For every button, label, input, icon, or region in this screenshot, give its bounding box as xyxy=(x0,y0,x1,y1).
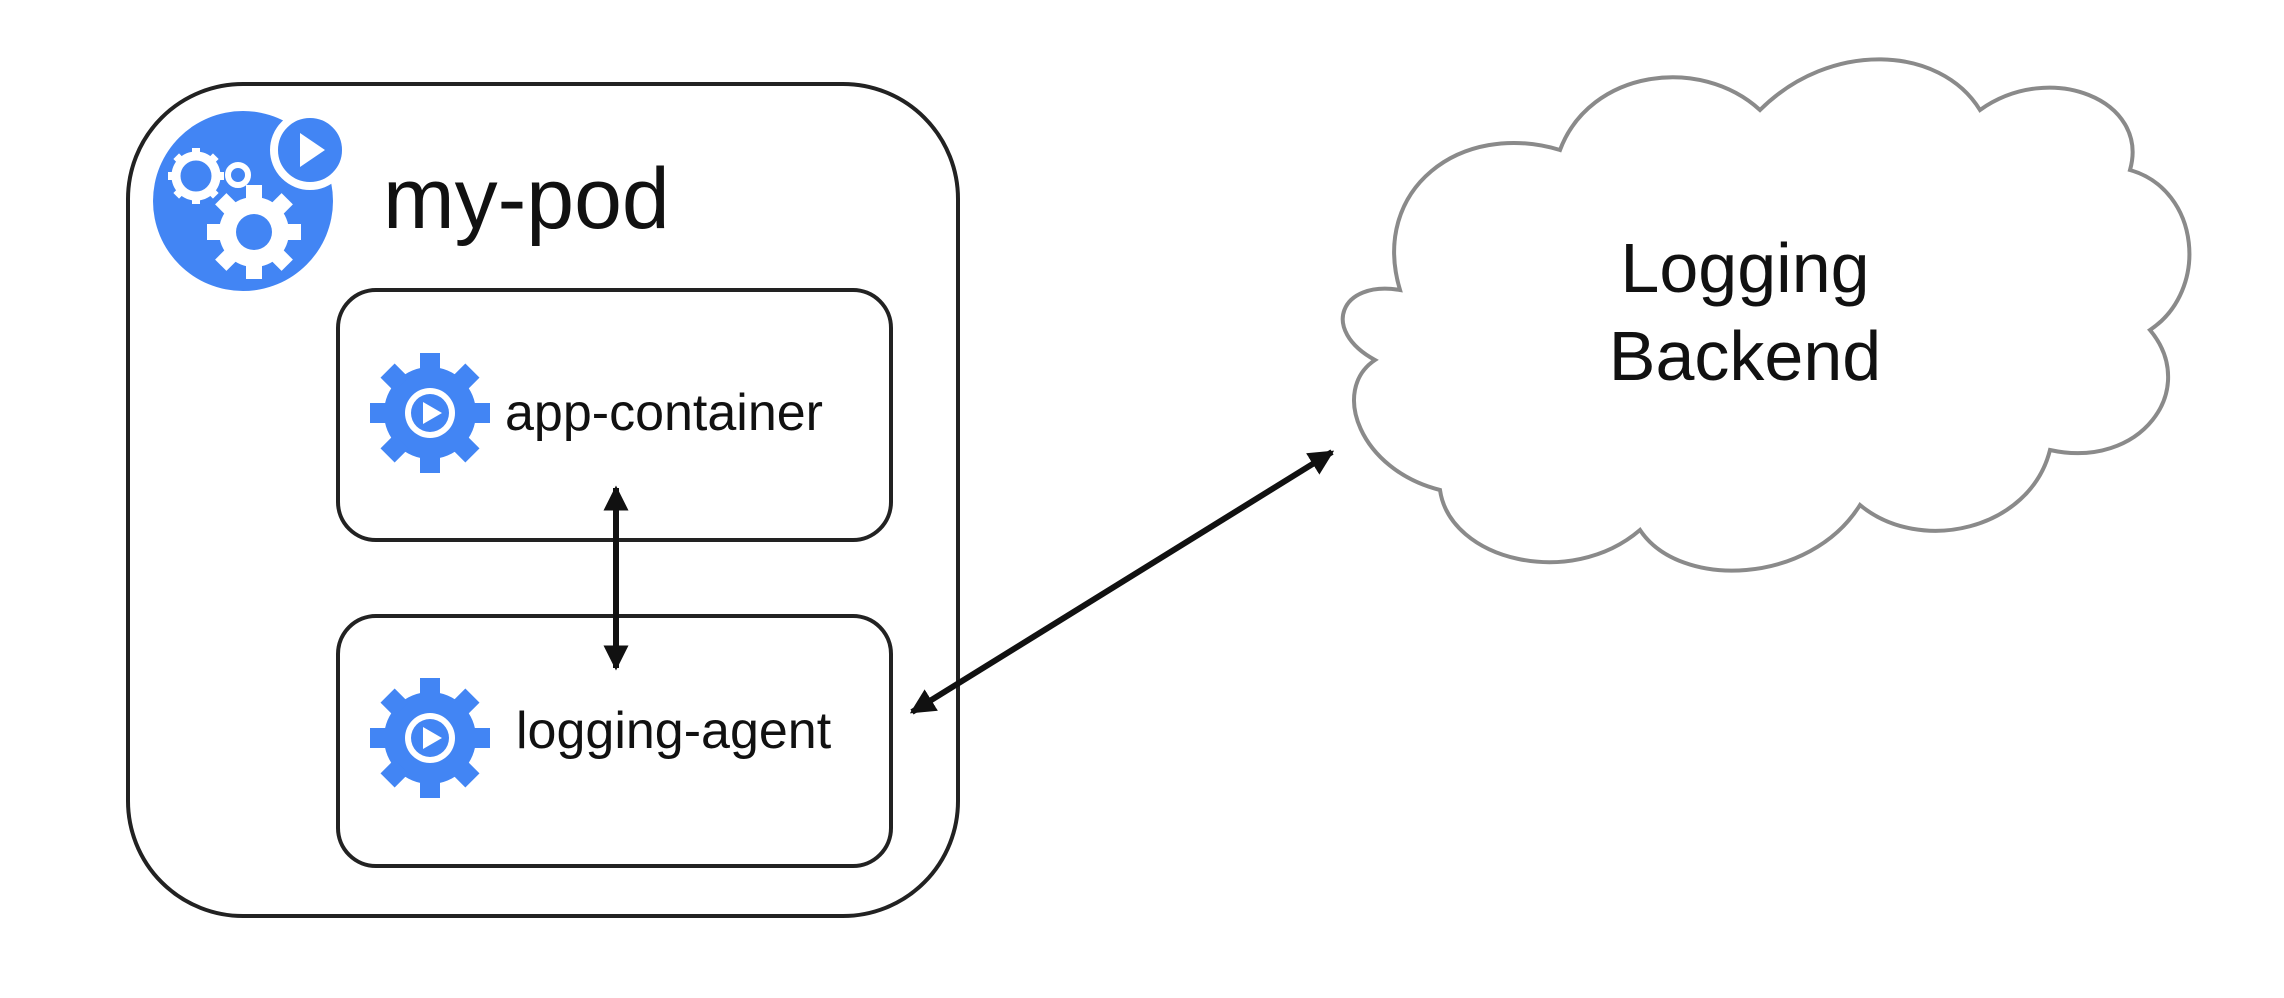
logging-backend-label-line2: Backend xyxy=(1609,317,1881,395)
app-container-gear-icon xyxy=(370,353,490,473)
backend-link-arrow xyxy=(909,449,1335,715)
pod-title: my-pod xyxy=(383,151,670,247)
pod-gears-icon xyxy=(153,110,350,291)
logging-backend-label-line1: Logging xyxy=(1620,229,1869,307)
app-container-label: app-container xyxy=(505,384,823,442)
logging-agent-label: logging-agent xyxy=(516,702,832,760)
logging-agent-gear-icon xyxy=(370,678,490,798)
logging-backend-cloud xyxy=(1340,57,2192,573)
